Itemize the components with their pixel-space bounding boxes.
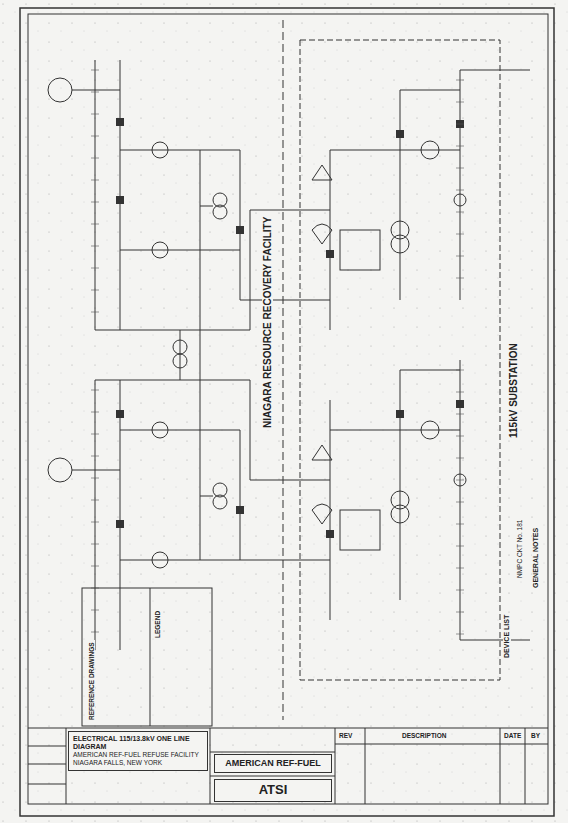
bus-tick — [456, 612, 464, 613]
bus-tick — [456, 146, 464, 147]
bus-tick — [456, 634, 464, 635]
logo-box: AMERICAN REF-FUEL — [214, 754, 332, 773]
table-header: REV — [337, 732, 354, 739]
notes-heading: GENERAL NOTES — [532, 526, 540, 590]
bus-tick — [91, 158, 99, 159]
list-heading: DEVICE LIST — [503, 613, 511, 660]
project-name: AMERICAN REF-FUEL REFUSE FACILITY NIAGAR… — [73, 751, 203, 766]
bus-tick — [456, 80, 464, 81]
circuit-label: NMPC CKT No. 181 — [516, 518, 523, 580]
bus-tick — [91, 434, 99, 435]
bus-tick — [91, 312, 99, 313]
bus-tick — [91, 456, 99, 457]
bus-tick — [456, 502, 464, 503]
table-header: DATE — [502, 732, 523, 739]
bus-tick — [91, 202, 99, 203]
bus-tick — [456, 190, 464, 191]
bus-tick — [91, 268, 99, 269]
bus-tick — [91, 544, 99, 545]
bus-tick — [456, 480, 464, 481]
bus-tick — [456, 546, 464, 547]
bus-tick — [91, 632, 99, 633]
bus-tick — [91, 566, 99, 567]
bus-tick — [91, 70, 99, 71]
bus-tick — [91, 478, 99, 479]
bus-tick — [91, 180, 99, 181]
bus-tick — [456, 124, 464, 125]
notes-heading: REFERENCE DRAWINGS — [88, 640, 95, 722]
bus-tick — [456, 370, 464, 371]
bus-tick — [456, 168, 464, 169]
bus-tick — [456, 234, 464, 235]
drawing-title: ELECTRICAL 115/13.8kV ONE LINE DIAGRAM — [73, 735, 203, 751]
bus-tick — [456, 392, 464, 393]
bus-tick — [91, 224, 99, 225]
table-header: BY — [529, 732, 542, 739]
bus-tick — [91, 246, 99, 247]
bus-tick — [91, 114, 99, 115]
bus-tick — [91, 390, 99, 391]
company-logo: ATSI — [219, 783, 327, 798]
region-label: 115kV SUBSTATION — [508, 341, 519, 440]
bus-tick — [456, 590, 464, 591]
legend-heading: LEGEND — [154, 609, 161, 640]
bus-tick — [456, 458, 464, 459]
bus-tick — [91, 92, 99, 93]
table-header: DESCRIPTION — [400, 732, 448, 739]
bus-tick — [91, 412, 99, 413]
title-box: ELECTRICAL 115/13.8kV ONE LINE DIAGRAMAM… — [68, 731, 208, 771]
bus-tick — [456, 414, 464, 415]
bus-tick — [91, 610, 99, 611]
bus-tick — [456, 524, 464, 525]
bus-tick — [456, 256, 464, 257]
bus-tick — [456, 568, 464, 569]
bus-tick — [456, 102, 464, 103]
company-logo: AMERICAN REF-FUEL — [219, 758, 327, 768]
bus-tick — [456, 436, 464, 437]
bus-tick — [456, 212, 464, 213]
bus-tick — [91, 136, 99, 137]
bus-tick — [91, 588, 99, 589]
bus-tick — [456, 278, 464, 279]
region-label: NIAGARA RESOURCE RECOVERY FACILITY — [262, 215, 273, 430]
bus-tick — [91, 522, 99, 523]
bus-tick — [91, 500, 99, 501]
bus-tick — [91, 290, 99, 291]
logo-box: ATSI — [214, 779, 332, 802]
